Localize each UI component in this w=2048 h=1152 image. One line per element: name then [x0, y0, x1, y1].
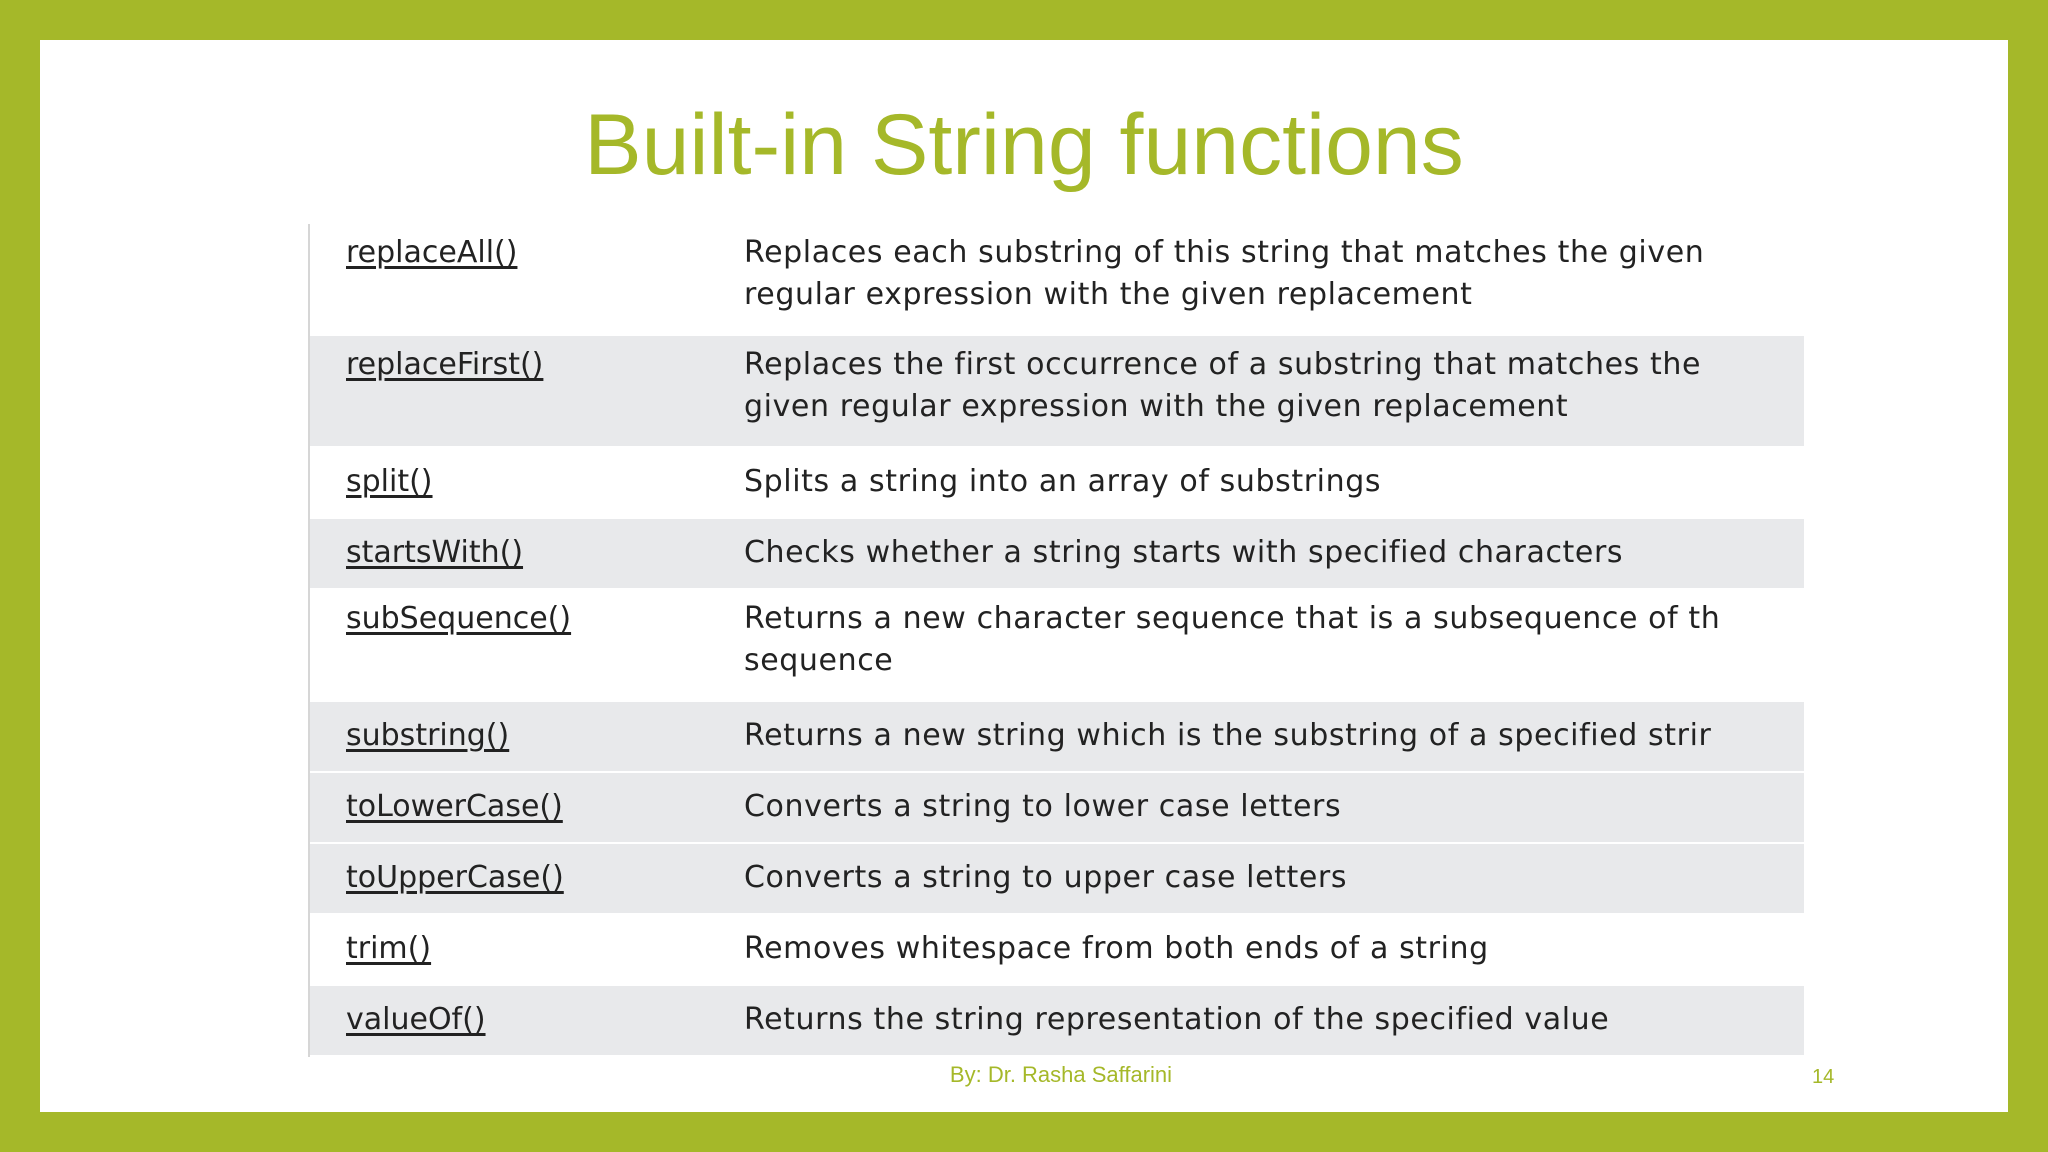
table-row: replaceAll() Replaces each substring of …	[310, 224, 1804, 336]
table-row: replaceFirst() Replaces the first occurr…	[310, 336, 1804, 448]
method-link-substring[interactable]: substring()	[346, 718, 510, 753]
slide-title: Built-in String functions	[584, 97, 1464, 193]
table-row: startsWith() Checks whether a string sta…	[310, 519, 1804, 590]
method-description: Returns a new string which is the substr…	[744, 718, 1712, 753]
method-description: Removes whitespace from both ends of a s…	[744, 931, 1489, 966]
table-row: trim() Removes whitespace from both ends…	[310, 915, 1804, 986]
method-link-split[interactable]: split()	[346, 464, 433, 499]
slide-page-number: 14	[1812, 1066, 1835, 1088]
method-description: Splits a string into an array of substri…	[744, 464, 1382, 499]
method-link-subsequence[interactable]: subSequence()	[346, 601, 572, 636]
method-link-replacefirst[interactable]: replaceFirst()	[346, 347, 544, 382]
method-link-trim[interactable]: trim()	[346, 931, 432, 966]
table-row: subSequence() Returns a new character se…	[310, 590, 1804, 702]
method-link-startswith[interactable]: startsWith()	[346, 535, 524, 570]
table-row: substring() Returns a new string which i…	[310, 702, 1804, 773]
method-link-replaceall[interactable]: replaceAll()	[346, 235, 518, 270]
method-description: Checks whether a string starts with spec…	[744, 535, 1624, 570]
method-description: Returns a new character sequence that is…	[744, 601, 1721, 678]
table-row: toLowerCase() Converts a string to lower…	[310, 773, 1804, 844]
string-functions-table: replaceAll() Replaces each substring of …	[308, 224, 1804, 1057]
table-row: valueOf() Returns the string representat…	[310, 986, 1804, 1057]
method-description: Replaces each substring of this string t…	[744, 235, 1705, 312]
method-link-tolowercase[interactable]: toLowerCase()	[346, 789, 563, 824]
table-row: toUpperCase() Converts a string to upper…	[310, 844, 1804, 915]
slide-footer-author: By: Dr. Rasha Saffarini	[949, 1062, 1173, 1087]
method-link-valueof[interactable]: valueOf()	[346, 1002, 486, 1037]
method-description: Replaces the first occurrence of a subst…	[744, 347, 1702, 424]
method-description: Returns the string representation of the…	[744, 1002, 1610, 1037]
method-link-touppercase[interactable]: toUpperCase()	[346, 860, 564, 895]
table-row: split() Splits a string into an array of…	[310, 448, 1804, 519]
method-description: Converts a string to upper case letters	[744, 860, 1348, 895]
method-description: Converts a string to lower case letters	[744, 789, 1342, 824]
